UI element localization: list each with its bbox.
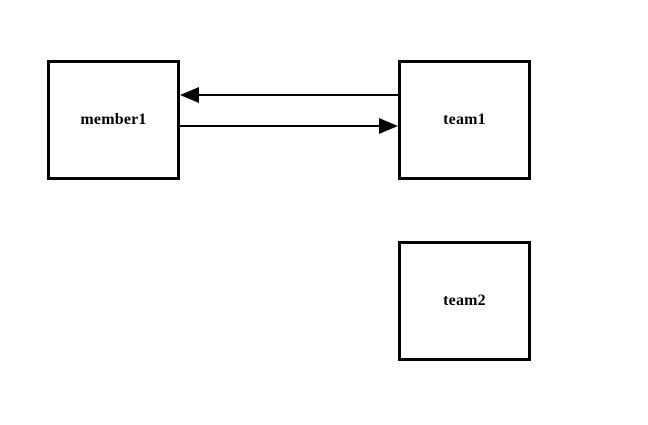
node-team1[interactable]: team1	[398, 60, 531, 180]
node-member1[interactable]: member1	[47, 60, 180, 180]
node-team2[interactable]: team2	[398, 241, 531, 361]
edge-team1-to-member1[interactable]	[180, 87, 398, 103]
edge-member1-to-team1-arrowhead-right-icon	[379, 118, 398, 134]
edge-team1-to-member1-arrowhead-left-icon	[180, 87, 199, 103]
node-member1-label: member1	[80, 111, 147, 128]
edge-member1-to-team1[interactable]	[180, 118, 398, 134]
node-team2-label: team2	[443, 292, 486, 309]
node-team1-label: team1	[443, 111, 486, 128]
